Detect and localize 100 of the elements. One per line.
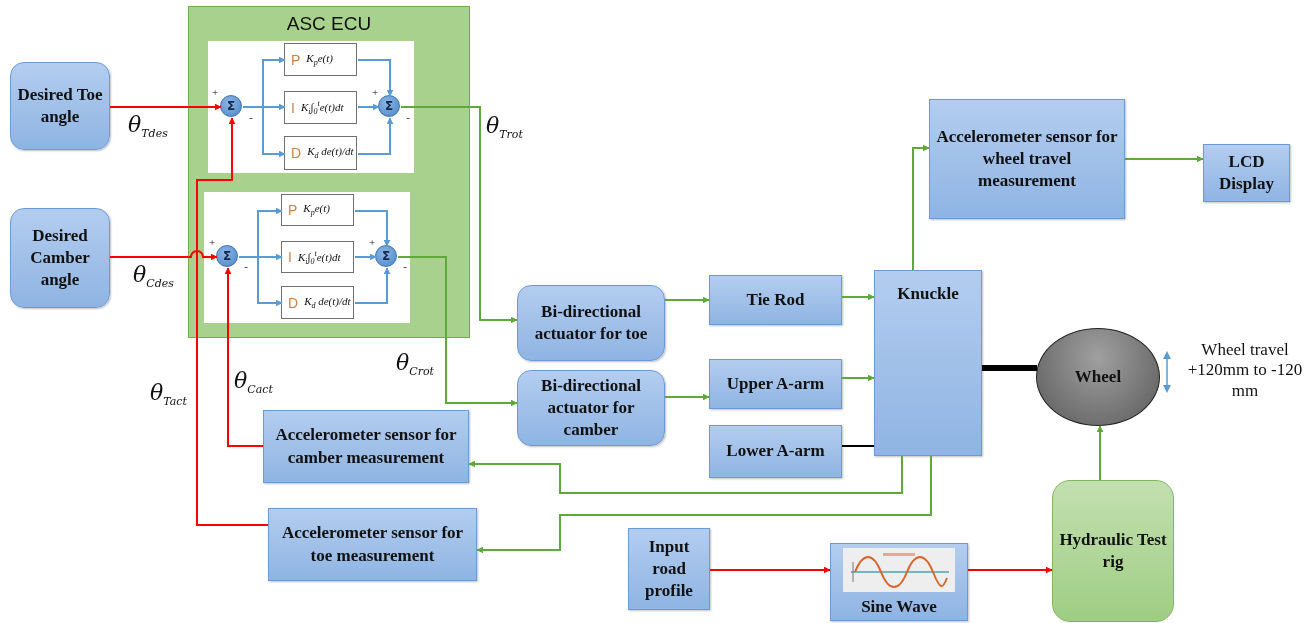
sigma-symbol: Σ — [226, 100, 236, 112]
arrow — [400, 106, 518, 324]
arrow — [709, 566, 831, 574]
node-label: Desired Camber angle — [29, 224, 91, 292]
gain-block — [284, 43, 357, 76]
pid-panel — [208, 41, 414, 173]
node-label: Hydraulic Test rig — [1058, 528, 1168, 573]
gain-block — [284, 91, 357, 124]
sign-label: + — [370, 86, 380, 100]
sign-label: - — [405, 111, 411, 125]
edge-label: θ$_{Tact}$ — [150, 380, 187, 409]
arrow — [1096, 424, 1104, 481]
sign-label: - — [248, 111, 254, 125]
controller-group — [188, 6, 470, 338]
node-label: Sine Wave — [860, 595, 938, 618]
arrow — [238, 256, 283, 307]
summing-junction — [220, 95, 242, 117]
term-letter: D — [291, 145, 302, 161]
process-box — [709, 425, 842, 478]
node-label: Accelerometer sensor for toe measurement — [280, 522, 465, 567]
arrow — [354, 210, 391, 247]
process-box — [517, 370, 665, 446]
node-label: Knuckle — [896, 283, 960, 305]
arrow — [196, 117, 269, 526]
arrow — [1124, 155, 1204, 163]
sigma-symbol: Σ — [381, 250, 391, 262]
arrow — [468, 455, 903, 494]
arrow — [357, 59, 394, 97]
arrow — [912, 144, 930, 271]
arrow — [109, 103, 222, 111]
sign-label: + — [207, 236, 217, 250]
arrow — [397, 256, 518, 407]
signal-block — [830, 543, 968, 621]
arrow — [357, 117, 394, 155]
node-label: LCD Display — [1218, 150, 1275, 195]
gain-block — [284, 136, 357, 170]
sigma-symbol: Σ — [222, 250, 232, 262]
edge-label: θ$_{Tdes}$ — [128, 112, 168, 141]
term-letter: I — [291, 99, 295, 116]
sign-label: - — [243, 260, 249, 274]
process-box — [1203, 144, 1290, 202]
process-box — [263, 410, 469, 483]
process-box — [10, 62, 110, 150]
gain-formula: K$_{d}$ de(t)/dt — [307, 145, 354, 161]
gain-formula: K$_{p}$e(t) — [306, 51, 333, 68]
test-rig-box — [1052, 480, 1174, 622]
process-box — [709, 275, 842, 325]
arrow — [224, 267, 264, 447]
process-box — [10, 208, 110, 308]
gain-block — [281, 241, 354, 273]
node-label: Desired Toe angle — [16, 83, 104, 128]
arrow — [967, 566, 1053, 574]
edge-label: θ$_{Cdes}$ — [133, 262, 174, 291]
node-label: Accelerometer sensor for camber measurement — [274, 424, 458, 469]
pid-panel — [204, 192, 410, 323]
node-label: Bi-directional actuator for toe — [533, 300, 649, 345]
sign-label: + — [367, 236, 377, 250]
summing-junction — [375, 245, 397, 267]
note-text: Wheel travel +120mm to -120 mm — [1186, 340, 1304, 402]
arrow — [476, 455, 932, 554]
gain-block — [281, 194, 354, 226]
arrow — [354, 253, 377, 261]
node-label: Tie Rod — [745, 288, 806, 311]
arrow — [664, 393, 710, 401]
term-letter: P — [291, 51, 301, 68]
sigma-symbol: Σ — [384, 100, 394, 112]
gain-formula: K$_{p}$e(t) — [303, 202, 330, 218]
process-box — [929, 99, 1125, 219]
node-label: Input road profile — [644, 535, 694, 603]
process-box — [268, 508, 477, 581]
gain-formula: K$_{i}$∫$_{0}$$^{t}$e(t)dt — [300, 99, 344, 116]
process-box — [628, 528, 710, 610]
node-label: Bi-directional actuator for camber — [540, 374, 642, 442]
arrow — [109, 250, 218, 261]
term-letter: D — [288, 294, 299, 311]
arrow — [841, 293, 875, 301]
term-letter: I — [288, 249, 292, 265]
arrow — [664, 296, 710, 304]
term-letter: P — [288, 202, 298, 218]
arrow — [357, 103, 380, 111]
process-box — [874, 270, 982, 456]
edge-label: θ$_{Cact}$ — [234, 368, 273, 397]
node-label: Accelerometer sensor for wheel travel measurement — [935, 125, 1119, 193]
gain-block — [281, 286, 354, 319]
node-label: Wheel — [1073, 365, 1123, 388]
sign-label: + — [210, 86, 220, 100]
edge-label: θ$_{Crot}$ — [396, 350, 434, 379]
group-title: ASC ECU — [286, 13, 372, 35]
arrow — [354, 267, 391, 304]
node-label: Upper A-arm — [725, 372, 826, 395]
connector-bar — [982, 365, 1038, 371]
sign-label: - — [402, 260, 408, 274]
node-label: Lower A-arm — [725, 440, 826, 463]
process-box — [709, 359, 842, 409]
gain-formula: K$_{d}$ de(t)/dt — [304, 294, 351, 311]
arrow — [841, 374, 875, 382]
edge-label: θ$_{Trot}$ — [486, 113, 523, 142]
summing-junction — [216, 245, 238, 267]
gain-formula: K$_{i}$∫$_{0}$$^{t}$e(t)dt — [297, 248, 341, 266]
process-box — [517, 285, 665, 361]
